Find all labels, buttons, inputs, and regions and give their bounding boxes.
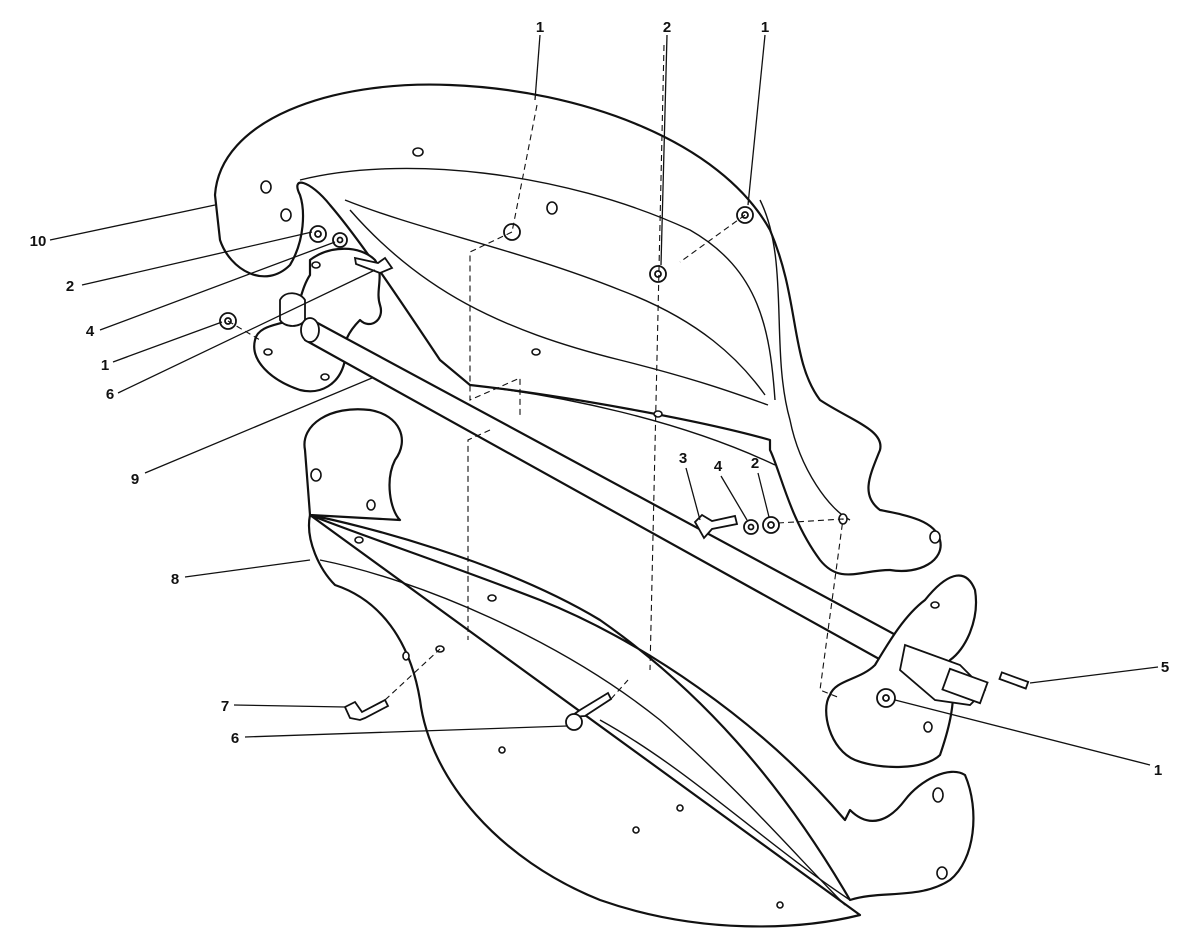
callout-6-left: 6 — [106, 386, 114, 403]
callout-2-left: 2 — [66, 278, 74, 295]
callout-2-top: 2 — [663, 19, 671, 36]
callout-2-mid: 2 — [751, 455, 759, 472]
callout-1-right: 1 — [1154, 762, 1162, 779]
callout-3-mid: 3 — [679, 450, 687, 467]
leader-lines — [49, 34, 1159, 766]
lower-housing-part-8 — [303, 408, 975, 928]
callout-5: 5 — [1161, 659, 1169, 676]
callout-6-bottom: 6 — [231, 730, 239, 747]
right-bearing-bracket — [825, 574, 989, 768]
key-part-5 — [998, 671, 1030, 690]
callout-4-left: 4 — [86, 323, 95, 340]
callout-labels: 1 2 1 10 2 4 1 6 9 3 4 2 8 5 7 6 1 — [30, 19, 1170, 779]
callout-7: 7 — [221, 698, 229, 715]
callout-9: 9 — [131, 471, 139, 488]
callout-1-top-left: 1 — [536, 19, 544, 36]
callout-4-mid: 4 — [714, 458, 723, 475]
callout-8: 8 — [171, 571, 179, 588]
callout-1-left: 1 — [101, 357, 109, 374]
callout-10: 10 — [30, 233, 47, 250]
alignment-lines — [227, 44, 844, 701]
callout-1-top-right: 1 — [761, 19, 769, 36]
